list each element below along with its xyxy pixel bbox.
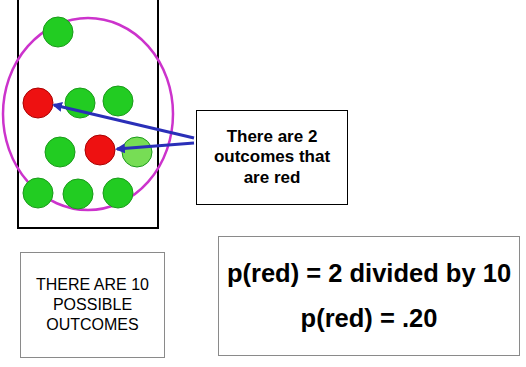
formula-box: p(red) = 2 divided by 10 p(red) = .20: [218, 236, 520, 356]
box-text: p(red) = 2 divided by 10: [227, 258, 511, 289]
callout-box: There are 2 outcomes that are red: [196, 110, 348, 205]
box-text-line: p(red) = .20: [301, 303, 438, 334]
outcomes-box: THERE ARE 10 POSSIBLE OUTCOMES: [20, 252, 165, 358]
pointer-arrow: [54, 105, 194, 138]
box-text: There are 2 outcomes that are red: [203, 127, 341, 188]
pointer-arrow: [117, 143, 194, 149]
box-text: THERE ARE 10 POSSIBLE OUTCOMES: [29, 275, 156, 335]
